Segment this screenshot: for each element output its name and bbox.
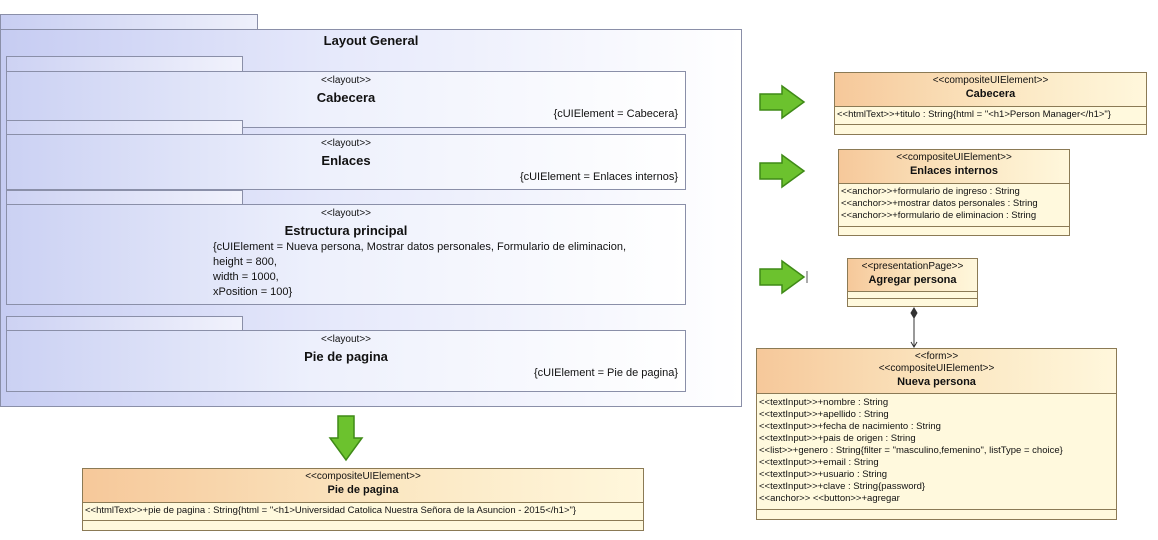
- class-cabecera[interactable]: <<compositeUIElement>> Cabecera <<htmlTe…: [834, 72, 1147, 135]
- class-pie-header: <<compositeUIElement>> Pie de pagina: [83, 469, 643, 503]
- class-nueva-attr: <<textInput>>+usuario : String: [759, 469, 888, 480]
- layout-estructura-tag-4: xPosition = 100}: [213, 286, 293, 298]
- layout-estructura-tag-1: {cUIElement = Nueva persona, Mostrar dat…: [213, 241, 627, 253]
- layout-enlaces-tag: {cUIElement = Enlaces internos}: [519, 171, 678, 183]
- class-agregar-header: <<presentationPage>> Agregar persona: [848, 259, 977, 292]
- class-nueva-name: Nueva persona: [897, 376, 976, 388]
- class-nueva-attr: <<anchor>> <<button>>+agregar: [759, 493, 900, 504]
- class-enlaces-name: Enlaces internos: [909, 165, 999, 177]
- layout-pie-tag: {cUIElement = Pie de pagina}: [533, 367, 678, 379]
- arrow-right-icon: [759, 153, 806, 189]
- class-nueva-stereotype-form: <<form>>: [914, 351, 959, 362]
- divider: [839, 226, 1069, 227]
- layout-estructura[interactable]: <<layout>> Estructura principal {cUIElem…: [6, 204, 686, 305]
- class-cabecera-header: <<compositeUIElement>> Cabecera: [835, 73, 1146, 107]
- divider: [848, 298, 977, 299]
- class-agregar-stereotype: <<presentationPage>>: [861, 261, 964, 272]
- layout-estructura-tab: [6, 190, 243, 205]
- layout-estructura-tag-2: height = 800,: [213, 256, 277, 268]
- layout-cabecera-tab: [6, 56, 243, 72]
- class-enlaces-internos[interactable]: <<compositeUIElement>> Enlaces internos …: [838, 149, 1070, 236]
- layout-general-tab: [0, 14, 258, 30]
- layout-cabecera-stereotype: <<layout>>: [320, 75, 372, 86]
- layout-pie[interactable]: <<layout>> Pie de pagina {cUIElement = P…: [6, 330, 686, 392]
- class-cabecera-stereotype: <<compositeUIElement>>: [932, 75, 1049, 86]
- class-nueva-attr: <<textInput>>+apellido : String: [759, 409, 889, 420]
- class-pie-stereotype: <<compositeUIElement>>: [305, 471, 421, 482]
- class-nueva-attr: <<list>>+genero : String{filter = "mascu…: [759, 445, 1063, 456]
- layout-enlaces[interactable]: <<layout>> Enlaces {cUIElement = Enlaces…: [6, 134, 686, 190]
- divider: [835, 124, 1146, 125]
- class-enlaces-attr: <<anchor>>+formulario de ingreso : Strin…: [841, 186, 1020, 197]
- layout-estructura-stereotype: <<layout>>: [320, 208, 372, 219]
- layout-cabecera-tag: {cUIElement = Cabecera}: [553, 108, 678, 120]
- class-enlaces-stereotype: <<compositeUIElement>>: [896, 152, 1012, 163]
- class-cabecera-name: Cabecera: [965, 88, 1016, 100]
- class-nueva-attr: <<textInput>>+email : String: [759, 457, 879, 468]
- arrow-right-icon: [759, 259, 808, 295]
- class-nueva-attr: <<textInput>>+nombre : String: [759, 397, 889, 408]
- class-nueva-attr: <<textInput>>+pais de origen : String: [759, 433, 916, 444]
- layout-enlaces-stereotype: <<layout>>: [320, 138, 372, 149]
- class-pie-name: Pie de pagina: [327, 484, 399, 496]
- class-enlaces-header: <<compositeUIElement>> Enlaces internos: [839, 150, 1069, 184]
- layout-estructura-tag-3: width = 1000,: [213, 271, 279, 283]
- class-nueva-header: <<form>> <<compositeUIElement>> Nueva pe…: [757, 349, 1116, 394]
- layout-estructura-name: Estructura principal: [284, 223, 408, 238]
- layout-cabecera[interactable]: <<layout>> Cabecera {cUIElement = Cabece…: [6, 71, 686, 128]
- layout-general-title: Layout General: [323, 33, 419, 48]
- layout-pie-stereotype: <<layout>>: [320, 334, 372, 345]
- layout-cabecera-name: Cabecera: [316, 90, 376, 105]
- class-agregar-name: Agregar persona: [868, 274, 957, 286]
- composition-connector: [910, 307, 918, 348]
- arrow-right-icon: [759, 84, 806, 120]
- class-nueva-stereotype-composite: <<compositeUIElement>>: [878, 363, 995, 374]
- class-enlaces-attr: <<anchor>>+formulario de eliminacion : S…: [841, 210, 1037, 221]
- class-agregar-persona[interactable]: <<presentationPage>> Agregar persona: [847, 258, 978, 307]
- layout-pie-tab: [6, 316, 243, 331]
- layout-pie-name: Pie de pagina: [304, 349, 388, 364]
- class-nueva-attr: <<textInput>>+clave : String{password}: [759, 481, 926, 492]
- class-cabecera-attr: <<htmlText>>+titulo : String{html = "<h1…: [837, 109, 1111, 120]
- divider: [83, 520, 643, 521]
- layout-enlaces-name: Enlaces: [321, 153, 371, 168]
- layout-enlaces-tab: [6, 120, 243, 135]
- class-enlaces-attr: <<anchor>>+mostrar datos personales : St…: [841, 198, 1038, 209]
- class-pie-de-pagina[interactable]: <<compositeUIElement>> Pie de pagina <<h…: [82, 468, 644, 531]
- divider: [757, 509, 1116, 510]
- class-nueva-persona[interactable]: <<form>> <<compositeUIElement>> Nueva pe…: [756, 348, 1117, 520]
- class-pie-attr: <<htmlText>>+pie de pagina : String{html…: [85, 505, 577, 516]
- class-nueva-attr: <<textInput>>+fecha de nacimiento : Stri…: [759, 421, 941, 432]
- arrow-down-icon: [328, 415, 364, 462]
